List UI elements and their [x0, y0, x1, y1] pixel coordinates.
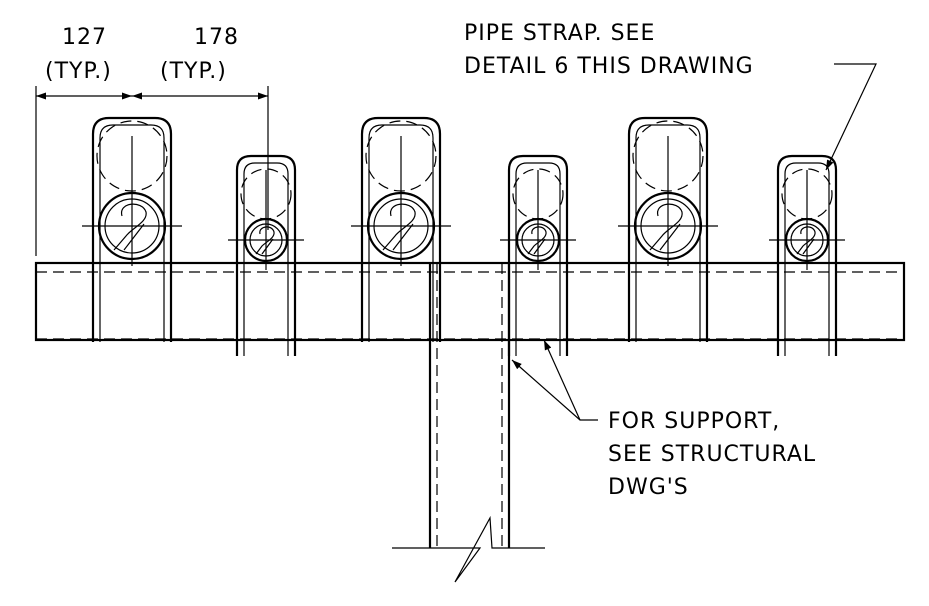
pipe-large-1 — [80, 116, 184, 344]
support-leader — [511, 359, 598, 421]
dimension-value-1: 127 — [62, 25, 107, 50]
pipe-strap-leader — [825, 63, 877, 171]
dimension-note-1: (TYP.) — [45, 59, 112, 84]
dimension-lines — [35, 86, 269, 256]
pipe-strap-callout-line-2: DETAIL 6 THIS DRAWING — [464, 54, 754, 79]
dimension-note-2: (TYP.) — [160, 59, 227, 84]
support-callout-line-2: SEE STRUCTURAL — [608, 442, 816, 467]
pipe-small-1 — [226, 154, 306, 358]
support-callout-line-3: DWG'S — [608, 475, 689, 500]
pipe-small-3 — [767, 154, 847, 358]
pipe-large-2 — [349, 116, 453, 344]
pipe-small-2 — [498, 154, 578, 358]
pipe-large-3 — [616, 116, 720, 344]
support-callout-line-1: FOR SUPPORT, — [608, 409, 780, 434]
pipe-strap-callout-line-1: PIPE STRAP. SEE — [464, 21, 655, 46]
dimension-value-2: 178 — [194, 25, 239, 50]
support-beam — [34, 261, 906, 342]
support-column — [392, 263, 545, 583]
